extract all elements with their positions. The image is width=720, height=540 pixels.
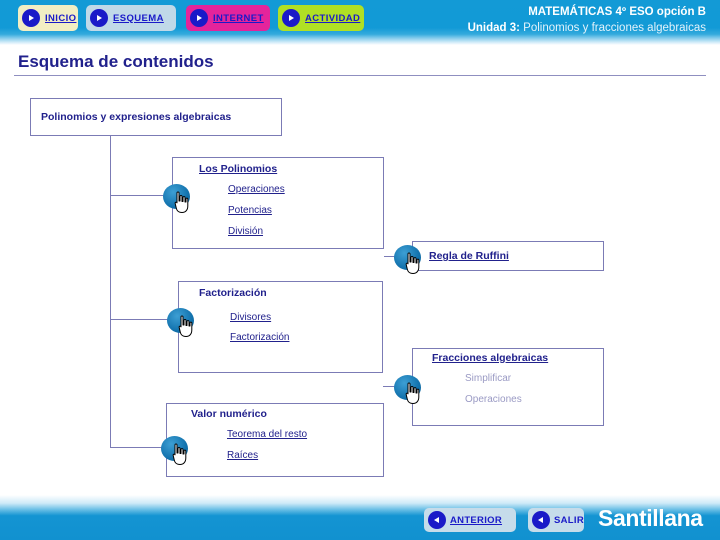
hand-pointer-icon — [405, 382, 420, 404]
play-icon — [190, 9, 208, 27]
nav-button-inicio-label: INICIO — [45, 12, 77, 24]
hotspot-regla-de-ruffini[interactable] — [394, 245, 424, 275]
santillana-logo: Santillana — [598, 505, 703, 531]
link-potencias[interactable]: Potencias — [228, 205, 272, 216]
hotspot-los-polinomios[interactable] — [163, 184, 193, 214]
connector-to-factorizacion — [110, 319, 178, 320]
diagram-root-title: Polinomios y expresiones algebraicas — [41, 111, 232, 123]
node-title-factorizacion: Factorización — [199, 287, 267, 299]
nav-button-actividad-label: ACTIVIDAD — [305, 12, 361, 24]
link-division[interactable]: División — [228, 226, 264, 237]
node-title-valor-numerico: Valor numérico — [191, 408, 267, 420]
play-icon — [90, 9, 108, 27]
diagram-node-regla-de-ruffini: Regla de Ruffini — [412, 241, 604, 271]
hand-pointer-icon — [405, 252, 420, 274]
diagram-node-factorizacion: Factorización Divisores Factorización — [178, 281, 383, 373]
hotspot-valor-numerico[interactable] — [161, 436, 191, 466]
play-icon — [282, 9, 300, 27]
hand-pointer-icon — [178, 315, 193, 337]
nav-button-esquema[interactable]: ESQUEMA — [86, 5, 176, 31]
exit-button[interactable]: SALIR — [528, 508, 584, 532]
diagram-node-valor-numerico: Valor numérico Teorema del resto Raíces — [166, 403, 384, 477]
unit-name-label: Polinomios y fracciones algebraicas — [519, 22, 706, 34]
link-divisores[interactable]: Divisores — [230, 312, 272, 323]
exit-button-label: SALIR — [554, 514, 584, 526]
nav-button-esquema-label: ESQUEMA — [113, 12, 164, 24]
hand-pointer-icon — [172, 443, 187, 465]
link-teorema-del-resto[interactable]: Teorema del resto — [227, 429, 308, 440]
nav-button-actividad[interactable]: ACTIVIDAD — [278, 5, 364, 31]
hotspot-factorizacion[interactable] — [167, 308, 197, 338]
node-title-regla-de-ruffini: Regla de Ruffini — [429, 250, 509, 262]
diagram-node-los-polinomios: Los Polinomios Operaciones Potencias Div… — [172, 157, 384, 249]
diagram-root-node: Polinomios y expresiones algebraicas — [30, 98, 282, 136]
back-arrow-icon — [532, 511, 550, 529]
unit-subtitle: Unidad 3: Polinomios y fracciones algebr… — [468, 21, 706, 36]
nav-button-inicio[interactable]: INICIO — [18, 5, 78, 31]
nav-button-internet[interactable]: INTERNET — [186, 5, 270, 31]
link-simplificar: Simplificar — [465, 373, 512, 384]
hotspot-fracciones-algebraicas[interactable] — [394, 375, 424, 405]
node-title-fracciones-algebraicas: Fracciones algebraicas — [432, 352, 549, 364]
nav-button-internet-label: INTERNET — [213, 12, 264, 24]
link-operaciones[interactable]: Operaciones — [228, 184, 285, 195]
link-operaciones-fracciones: Operaciones — [465, 394, 522, 405]
link-factorizacion[interactable]: Factorización — [230, 332, 290, 343]
back-arrow-icon — [428, 511, 446, 529]
connector-to-polinomios — [110, 195, 172, 196]
course-title: MATEMÁTICAS 4º ESO opción B — [528, 6, 706, 18]
play-icon — [22, 9, 40, 27]
title-divider — [14, 75, 706, 76]
bottom-bar — [0, 495, 720, 540]
previous-button-label: ANTERIOR — [450, 514, 503, 526]
unit-number-label: Unidad 3: — [467, 22, 520, 34]
node-title-los-polinomios: Los Polinomios — [199, 163, 278, 175]
connector-to-valor — [110, 447, 166, 448]
previous-button[interactable]: ANTERIOR — [424, 508, 516, 532]
link-raices[interactable]: Raíces — [227, 450, 259, 461]
page-title: Esquema de contenidos — [18, 52, 214, 71]
connector-trunk — [110, 136, 111, 448]
diagram-node-fracciones-algebraicas: Fracciones algebraicas Simplificar Opera… — [412, 348, 604, 426]
hand-pointer-icon — [174, 191, 189, 213]
